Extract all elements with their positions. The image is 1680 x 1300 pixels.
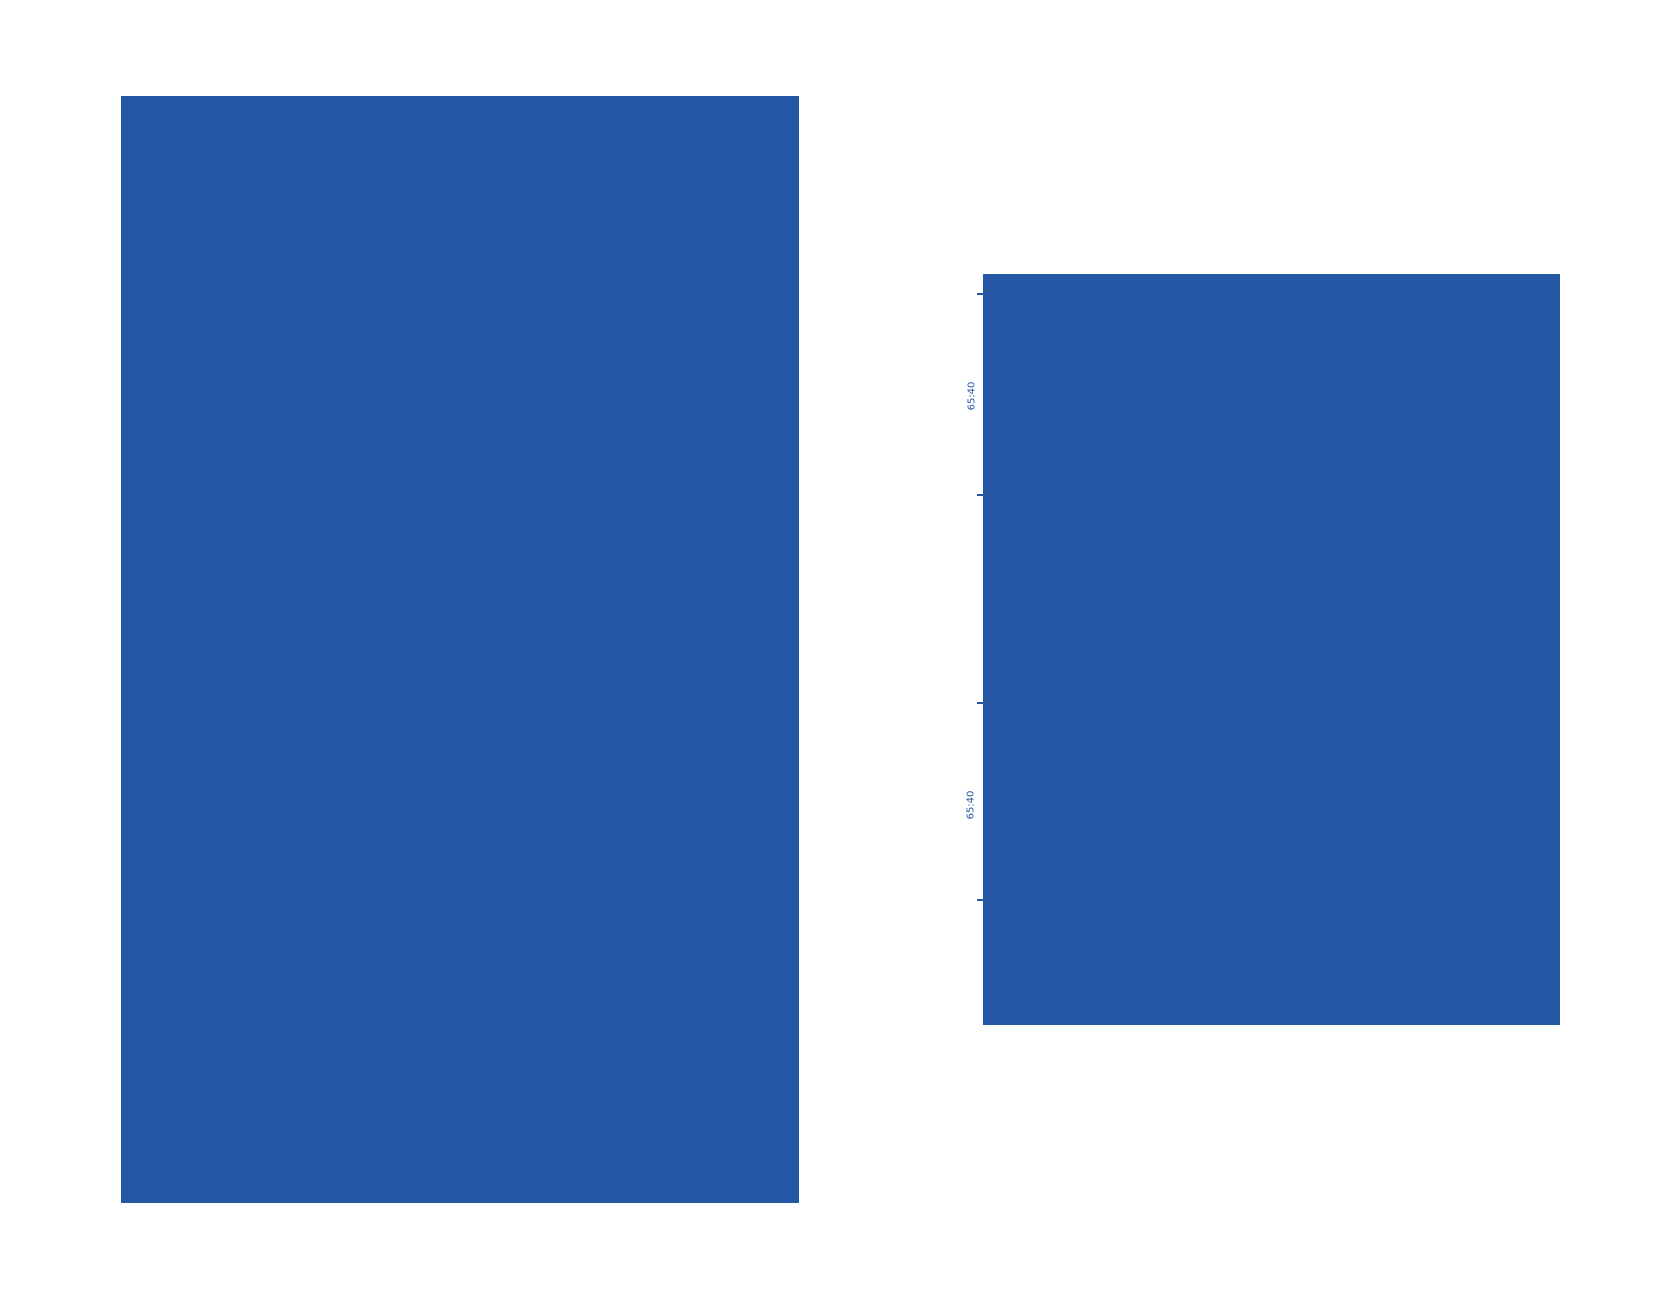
right-chart-panel <box>983 274 1560 1025</box>
left-chart-panel <box>121 96 799 1203</box>
y-axis-tick <box>977 899 983 901</box>
y-axis-tick <box>977 702 983 704</box>
y-axis-tick <box>977 494 983 496</box>
y-axis-tick <box>977 293 983 295</box>
